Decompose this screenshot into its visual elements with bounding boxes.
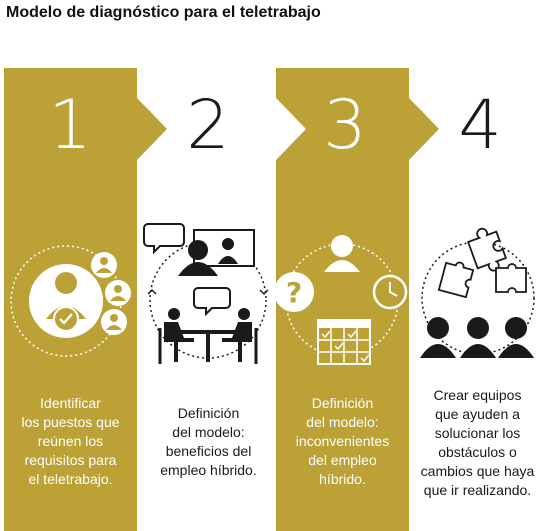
step-4-description: Crear equipos que ayuden a solucionar lo…	[420, 387, 535, 498]
step-2-notch	[276, 98, 306, 160]
step-1-number: 1	[48, 86, 92, 165]
step-2-number: 2	[186, 86, 230, 165]
team-puzzle-icon	[420, 227, 535, 358]
meeting-video-call-icon	[143, 223, 269, 364]
step-4-number: 4	[458, 86, 502, 165]
step-1-description: Identificar los puestos que reúnen los r…	[21, 395, 120, 487]
step-3-number: 3	[323, 86, 367, 165]
person-calendar-clock-question-icon: ?	[274, 235, 408, 365]
svg-text:?: ?	[286, 276, 302, 309]
step-3-arrow	[409, 98, 439, 160]
diagram-title: Modelo de diagnóstico para el teletrabaj…	[6, 4, 321, 21]
step-3-description: Definición del modelo: inconvenientes de…	[295, 395, 390, 487]
step-2-description: Definición del modelo: beneficios del em…	[160, 405, 257, 478]
people-check-icon	[10, 245, 131, 357]
step-1-arrow	[137, 98, 167, 160]
